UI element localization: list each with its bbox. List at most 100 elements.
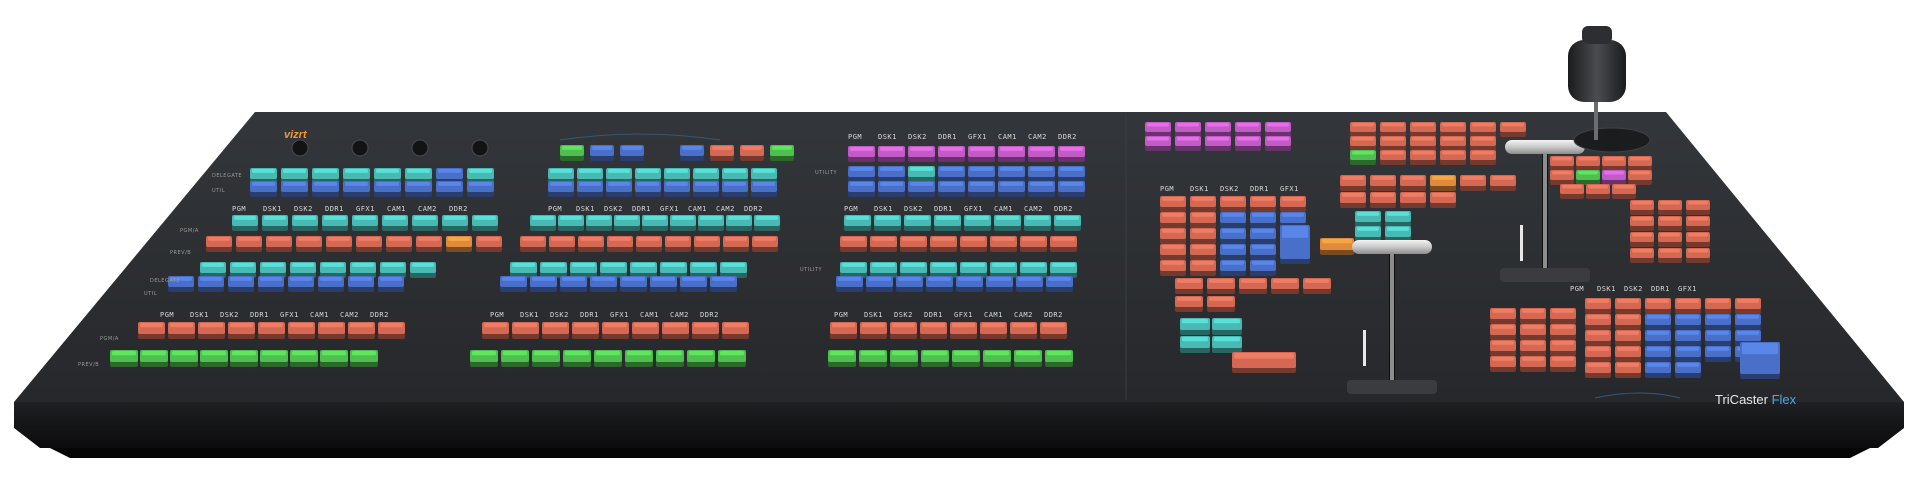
ptz-button[interactable]: [1490, 175, 1516, 191]
pgm-button[interactable]: [472, 215, 498, 231]
util-button[interactable]: [500, 276, 527, 292]
bus-button[interactable]: [1190, 244, 1216, 260]
ptz-button[interactable]: [1350, 122, 1376, 137]
prev-button[interactable]: [594, 350, 622, 367]
ptz-button[interactable]: [1686, 248, 1710, 263]
delegate-button[interactable]: [630, 262, 657, 278]
ptz-button[interactable]: [1380, 136, 1406, 151]
ptz-button[interactable]: [1340, 175, 1366, 191]
pgm-button[interactable]: [558, 215, 584, 231]
bus-button[interactable]: [1175, 278, 1203, 294]
prev-button[interactable]: [266, 236, 292, 252]
delegate-button[interactable]: [664, 168, 690, 184]
util-button[interactable]: [378, 276, 404, 292]
bus-button[interactable]: [1160, 212, 1186, 228]
macro-button[interactable]: [1265, 136, 1291, 151]
ptz-button[interactable]: [1658, 248, 1682, 263]
bus-button[interactable]: [1220, 228, 1246, 244]
bus-button[interactable]: [1705, 314, 1731, 330]
macro-button[interactable]: [1145, 136, 1171, 151]
prev-button[interactable]: [1020, 236, 1047, 252]
bus-button[interactable]: [1585, 346, 1611, 362]
pgm-button[interactable]: [586, 215, 612, 231]
transition-button[interactable]: [1212, 336, 1242, 353]
transition-button[interactable]: [1355, 226, 1381, 242]
transition-button[interactable]: [1212, 318, 1242, 335]
pgm-button[interactable]: [722, 322, 749, 339]
bus-button[interactable]: [1735, 314, 1761, 330]
delegate-button[interactable]: [751, 168, 777, 184]
ptz-button[interactable]: [1576, 156, 1600, 171]
pgm-button[interactable]: [138, 322, 165, 339]
util-button[interactable]: [374, 181, 401, 197]
prev-button[interactable]: [687, 350, 715, 367]
pgm-button[interactable]: [980, 322, 1007, 339]
prev-button[interactable]: [386, 236, 412, 252]
pgm-button[interactable]: [258, 322, 285, 339]
bus-button[interactable]: [1550, 308, 1576, 324]
pgm-button[interactable]: [904, 215, 931, 231]
delegate-button[interactable]: [548, 168, 574, 184]
prev-button[interactable]: [520, 236, 546, 252]
prev-button[interactable]: [636, 236, 662, 252]
ptz-button[interactable]: [1440, 150, 1466, 165]
prev-button[interactable]: [170, 350, 198, 367]
util-button[interactable]: [680, 276, 707, 292]
ptz-button[interactable]: [1586, 184, 1610, 199]
delegate-button[interactable]: [908, 166, 935, 182]
pgm-button[interactable]: [964, 215, 991, 231]
util-button[interactable]: [281, 181, 308, 197]
prev-button[interactable]: [656, 350, 684, 367]
pgm-button[interactable]: [348, 322, 375, 339]
util-button[interactable]: [866, 276, 893, 292]
util-button[interactable]: [998, 181, 1025, 197]
ptz-button[interactable]: [1340, 192, 1366, 208]
prev-button[interactable]: [752, 236, 778, 252]
pgm-button[interactable]: [726, 215, 752, 231]
delegate-button[interactable]: [693, 168, 719, 184]
delegate-button[interactable]: [200, 262, 226, 278]
pgm-button[interactable]: [530, 215, 556, 231]
pgm-button[interactable]: [614, 215, 640, 231]
mid-button[interactable]: [908, 146, 935, 162]
util-button[interactable]: [635, 181, 661, 197]
delegate-button[interactable]: [722, 168, 748, 184]
mid-button[interactable]: [680, 145, 704, 161]
delegate-button[interactable]: [1028, 166, 1055, 182]
bus-button[interactable]: [1675, 346, 1701, 362]
prev-button[interactable]: [416, 236, 442, 252]
pgm-button[interactable]: [754, 215, 780, 231]
prev-button[interactable]: [476, 236, 502, 252]
delegate-button[interactable]: [540, 262, 567, 278]
mid-button[interactable]: [878, 146, 905, 162]
delegate-button[interactable]: [690, 262, 717, 278]
prev-button[interactable]: [532, 350, 560, 367]
delegate-button[interactable]: [250, 168, 277, 184]
ptz-button[interactable]: [1380, 122, 1406, 137]
pgm-button[interactable]: [692, 322, 719, 339]
util-button[interactable]: [343, 181, 370, 197]
bus-button[interactable]: [1585, 314, 1611, 330]
transition-button[interactable]: [1355, 211, 1381, 227]
prev-button[interactable]: [890, 350, 918, 367]
prev-button[interactable]: [470, 350, 498, 367]
pgm-button[interactable]: [512, 322, 539, 339]
util-button[interactable]: [548, 181, 574, 197]
pgm-button[interactable]: [662, 322, 689, 339]
ptz-button[interactable]: [1602, 170, 1626, 185]
pgm-button[interactable]: [934, 215, 961, 231]
bus-button[interactable]: [1585, 362, 1611, 378]
delegate-button[interactable]: [848, 166, 875, 182]
pgm-button[interactable]: [352, 215, 378, 231]
prev-button[interactable]: [921, 350, 949, 367]
prev-button[interactable]: [200, 350, 228, 367]
util-button[interactable]: [318, 276, 344, 292]
knob-icon[interactable]: [411, 139, 429, 157]
transition-button[interactable]: [1180, 336, 1210, 353]
bus-button[interactable]: [1490, 324, 1516, 340]
delegate-button[interactable]: [840, 262, 867, 278]
ptz-button[interactable]: [1630, 216, 1654, 231]
bus-button[interactable]: [1320, 238, 1354, 255]
pgm-button[interactable]: [632, 322, 659, 339]
ptz-button[interactable]: [1686, 232, 1710, 247]
